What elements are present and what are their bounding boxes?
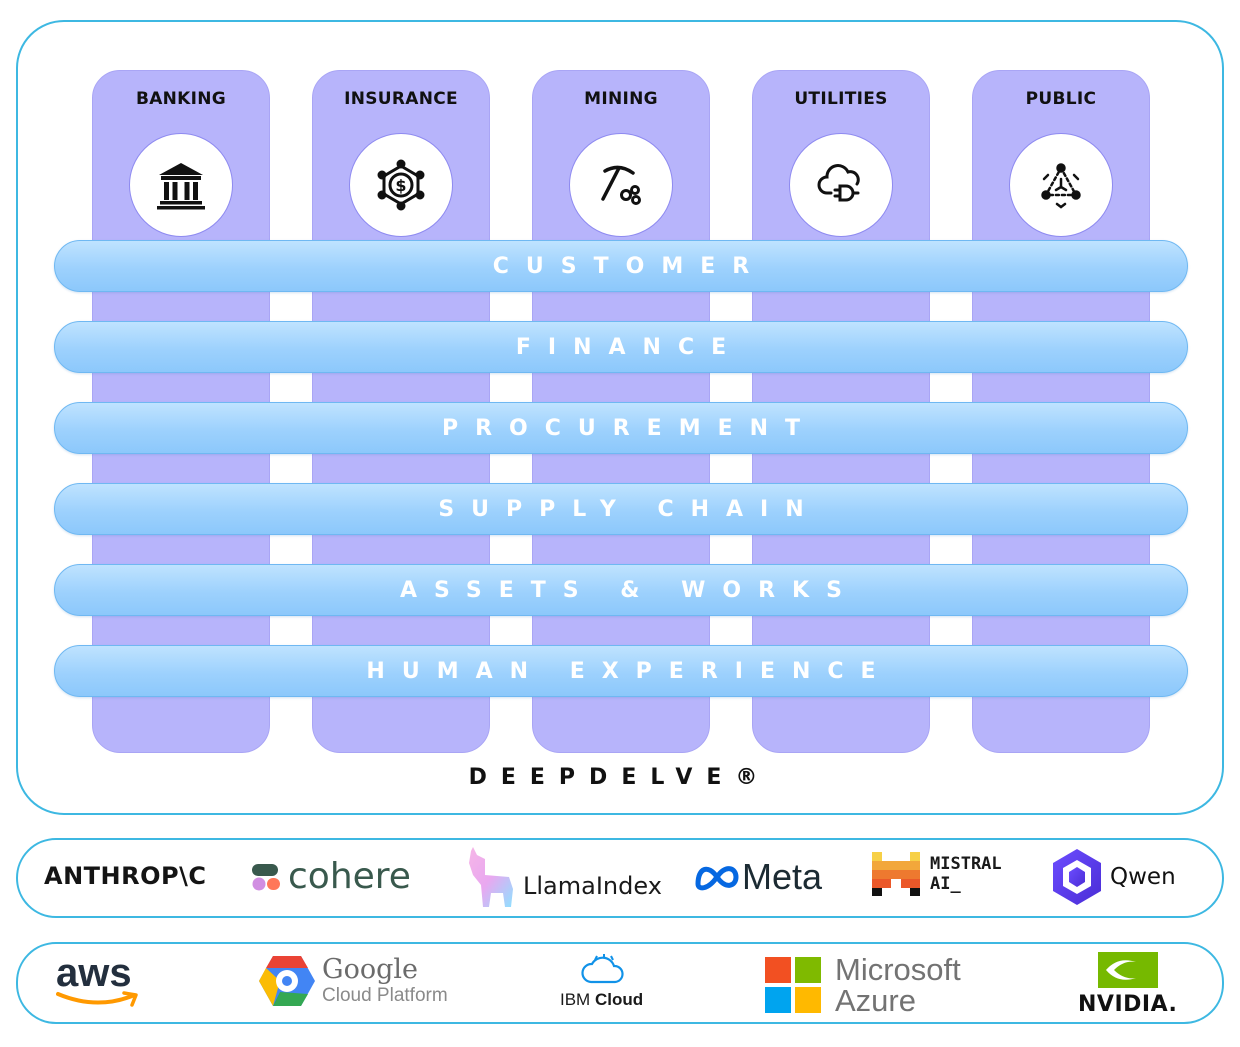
qwen-star-icon [1053, 849, 1101, 905]
pickaxe-icon [569, 133, 673, 237]
cohere-logo: cohere [250, 856, 411, 897]
band-procurement: PROCUREMENT [54, 402, 1188, 454]
qwen-logo: Qwen [1046, 846, 1176, 908]
cohere-wordmark: cohere [288, 856, 411, 897]
cloud-providers-row [16, 942, 1224, 1024]
aws-logo: aws [56, 951, 142, 1008]
band-label: SUPPLY CHAIN [438, 496, 821, 522]
ibm-cloud-icon [580, 954, 624, 984]
llamaindex-logo: LlamaIndex [463, 845, 662, 909]
microsoft-windows-icon [765, 957, 821, 1013]
google-cloud-hexagon-icon [259, 956, 315, 1006]
cohere-mark-icon [252, 863, 280, 890]
qwen-wordmark: Qwen [1110, 864, 1176, 890]
column-title: UTILITIES [794, 89, 888, 109]
mistral-mark-icon [872, 852, 920, 896]
nvidia-eye-icon [1097, 952, 1158, 988]
nvidia-logo: NVIDIA. [1078, 950, 1177, 1017]
mistral-wordmark-line2: AI_ [930, 874, 961, 894]
band-human-experience: HUMAN EXPERIENCE [54, 645, 1188, 697]
band-label: FINANCE [515, 334, 744, 360]
band-supply-chain: SUPPLY CHAIN [54, 483, 1188, 535]
nvidia-wordmark: NVIDIA. [1078, 992, 1178, 1017]
column-title: INSURANCE [344, 89, 458, 109]
band-customer: CUSTOMER [54, 240, 1188, 292]
meta-wordmark: Meta [742, 856, 823, 897]
google-cloud-logo: Google Cloud Platform [258, 954, 448, 1008]
aws-smile-icon [56, 991, 138, 1007]
column-title: PUBLIC [1025, 89, 1097, 109]
brand-name: DEEPDELVE® [468, 765, 772, 790]
ibm-cloud-wordmark: Cloud [594, 990, 644, 1009]
triangle-network-icon [1009, 133, 1113, 237]
band-label: CUSTOMER [492, 253, 767, 279]
google-wordmark: Google [322, 954, 418, 985]
anthropic-logo: ANTHROP\C [44, 862, 206, 890]
aws-wordmark: aws [56, 951, 132, 995]
band-assets-works: ASSETS & WORKS [54, 564, 1188, 616]
ibm-cloud-logo: IBM Cloud [560, 954, 643, 1010]
column-title: MINING [584, 89, 658, 109]
microsoft-azure-logo: Microsoft Azure [765, 954, 961, 1016]
microsoft-wordmark: Microsoft [835, 952, 961, 987]
band-label: HUMAN EXPERIENCE [366, 658, 893, 684]
azure-wordmark: Azure [835, 983, 916, 1018]
llamaindex-wordmark: LlamaIndex [523, 872, 662, 900]
meta-logo: Meta [694, 856, 822, 898]
google-cloud-platform-text: Cloud Platform [322, 985, 448, 1006]
mistral-wordmark-line1: MISTRAL [930, 854, 1002, 874]
column-title: BANKING [135, 89, 227, 109]
band-label: ASSETS & WORKS [400, 577, 859, 603]
svg-text:$: $ [395, 176, 406, 195]
band-finance: FINANCE [54, 321, 1188, 373]
band-label: PROCUREMENT [441, 415, 818, 441]
anthropic-wordmark: ANTHROP\C [44, 862, 207, 890]
ibm-wordmark: IBM [560, 990, 595, 1009]
llama-icon [469, 847, 513, 907]
cloud-plug-icon [789, 133, 893, 237]
meta-infinity-icon [695, 866, 739, 891]
dollar-network-icon: $ [349, 133, 453, 237]
model-providers-row [16, 838, 1224, 918]
mistral-logo: MISTRAL AI_ [872, 852, 1002, 896]
bank-icon [129, 133, 233, 237]
